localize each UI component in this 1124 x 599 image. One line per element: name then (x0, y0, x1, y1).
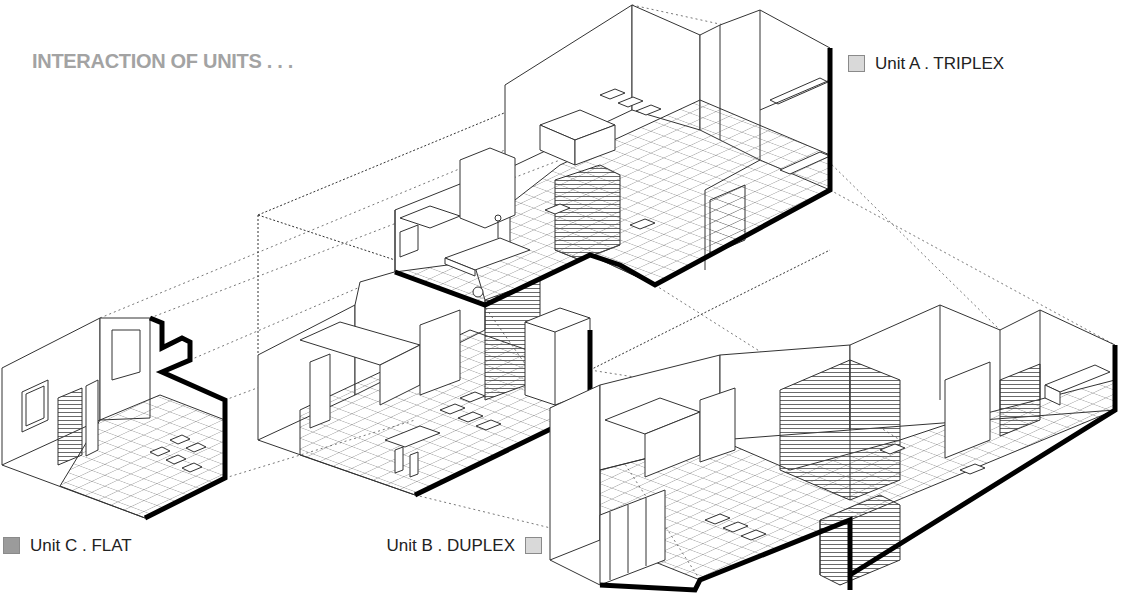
unit-b-upper (258, 250, 590, 495)
legend-swatch (848, 55, 865, 72)
legend-label: Unit B . DUPLEX (387, 536, 516, 556)
diagram-title: INTERACTION OF UNITS . . . (32, 50, 293, 73)
unit-a-triplex (395, 5, 830, 305)
legend-swatch (525, 537, 542, 554)
legend-swatch (3, 537, 20, 554)
interaction-lines (100, 5, 1115, 580)
unit-c-flat (2, 318, 225, 518)
legend-label: Unit C . FLAT (30, 536, 132, 556)
legend-label: Unit A . TRIPLEX (875, 54, 1004, 74)
unit-b-lower (550, 305, 1115, 590)
